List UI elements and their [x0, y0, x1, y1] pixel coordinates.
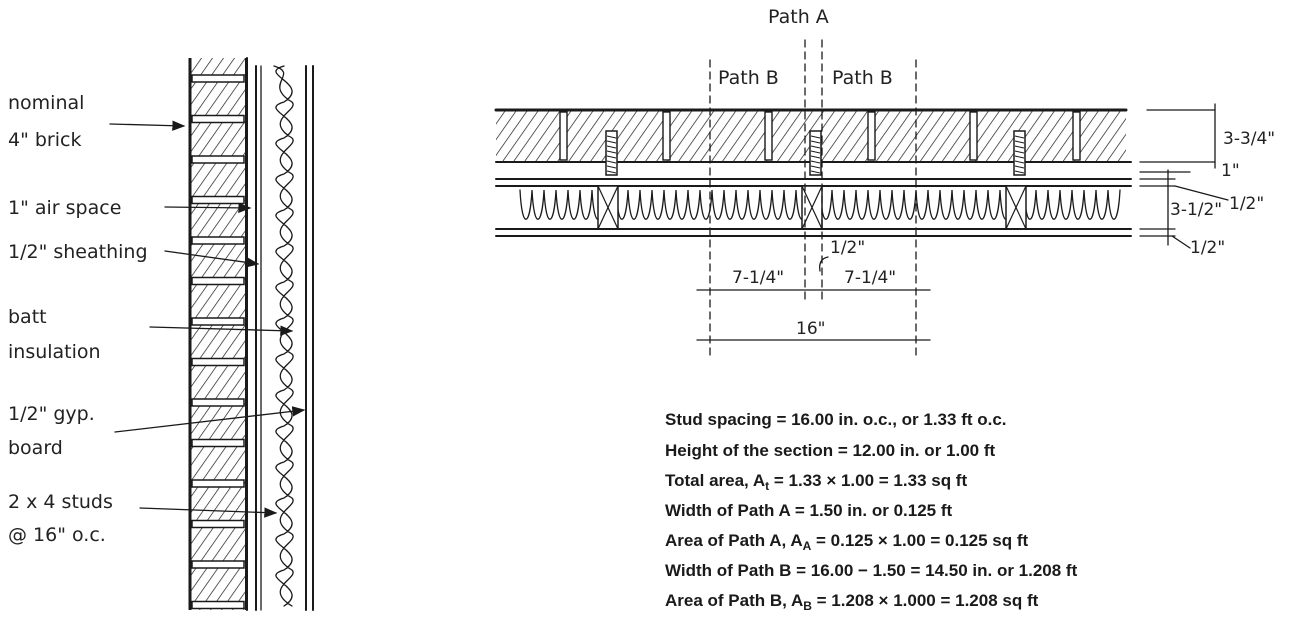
label-gyp-1: 1/2" gyp. — [8, 403, 95, 425]
mortar-joint — [191, 195, 245, 205]
dim-total-width: 16" — [796, 319, 825, 339]
calc-line-4: Width of Path A = 1.50 in. or 0.125 ft — [665, 501, 953, 520]
brick-joint — [559, 111, 568, 161]
dim-right-width: 7-1/4" — [844, 268, 896, 288]
brick-joint — [867, 111, 876, 161]
mortar-joint — [191, 236, 245, 245]
wall-ties — [605, 130, 1026, 176]
brick-joint — [1072, 111, 1081, 161]
mortar-joint — [191, 317, 245, 326]
mortar-joint — [191, 560, 245, 569]
dim-air-gap: 1" — [1221, 161, 1240, 181]
brick-column — [188, 58, 247, 610]
label-path-a: Path A — [768, 6, 829, 28]
mortar-joint — [191, 276, 245, 286]
batt-insulation — [273, 65, 294, 607]
calc-line-2: Height of the section = 12.00 in. or 1.0… — [665, 441, 996, 460]
label-sheathing: 1/2" sheathing — [8, 241, 148, 263]
calculation-block: Stud spacing = 16.00 in. o.c., or 1.33 f… — [665, 410, 1078, 613]
mortar-joint — [191, 114, 245, 124]
label-brick-2: 4" brick — [8, 129, 81, 151]
label-batt-2: insulation — [8, 341, 101, 363]
mortar-joint — [191, 479, 245, 488]
mortar-joint — [191, 155, 245, 164]
wall-labels: nominal 4" brick 1" air space 1/2" sheat… — [8, 92, 306, 546]
mortar-joint — [191, 74, 245, 83]
calc-line-7: Area of Path B, AB = 1.208 × 1.000 = 1.2… — [665, 591, 1039, 613]
dim-stud-depth: 3-1/2" — [1170, 200, 1222, 220]
dim-left-width: 7-1/4" — [732, 268, 784, 288]
subscript-path_a: A — [803, 539, 812, 553]
mortar-joint — [191, 398, 245, 407]
subscript-path_b: B — [803, 599, 812, 613]
label-gyp-2: board — [8, 437, 63, 459]
plan-studs — [597, 185, 1027, 230]
subscript-total: t — [765, 479, 769, 493]
mortar-joint — [191, 600, 245, 610]
label-studs-1: 2 x 4 studs — [8, 491, 113, 513]
wall-tie — [1013, 130, 1026, 176]
mortar-joint — [191, 438, 245, 448]
label-brick-1: nominal — [8, 92, 84, 114]
brick-joints — [559, 111, 1081, 161]
dim-gyp-thk: 1/2" — [1190, 238, 1225, 258]
dim-stud-width: 1/2" — [830, 238, 865, 258]
calc-line-5: Area of Path A, AA = 0.125 × 1.00 = 0.12… — [665, 531, 1029, 553]
calc-line-3: Total area, At = 1.33 × 1.00 = 1.33 sq f… — [665, 471, 967, 493]
dim-sheathing-thk: 1/2" — [1229, 194, 1264, 214]
plan-section: Path A Path B Path B 7-1/4" 7-1/4" 16" 1… — [494, 6, 1275, 361]
brick-joint — [662, 111, 671, 161]
dim-brick-depth: 3-3/4" — [1223, 129, 1275, 149]
label-path-b-left: Path B — [718, 67, 779, 89]
label-air-space: 1" air space — [8, 197, 121, 219]
label-batt-1: batt — [8, 306, 47, 328]
calc-line-6: Width of Path B = 16.00 − 1.50 = 14.50 i… — [665, 561, 1078, 580]
wall-section — [188, 57, 314, 611]
wall-tie — [605, 130, 618, 176]
mortar-joint — [191, 519, 245, 529]
calc-line-1: Stud spacing = 16.00 in. o.c., or 1.33 f… — [665, 410, 1007, 429]
label-path-b-right: Path B — [832, 67, 893, 89]
wall-tie — [809, 130, 822, 176]
brick-joint — [764, 111, 773, 161]
label-studs-2: @ 16" o.c. — [8, 524, 106, 546]
brick-joint — [969, 111, 978, 161]
mortar-joint — [191, 357, 245, 367]
